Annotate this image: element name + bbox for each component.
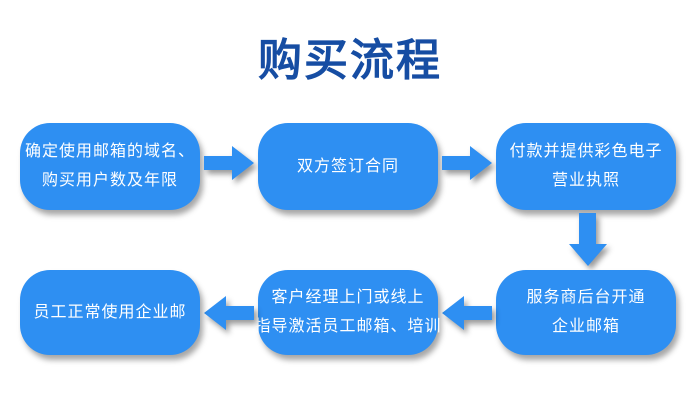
step-box-3: 付款并提供彩色电子 营业执照 <box>496 123 676 210</box>
step-text-line: 付款并提供彩色电子 <box>509 143 663 160</box>
page-title: 购买流程 <box>258 36 442 85</box>
step-text-line: 指导激活员工邮箱、培训 <box>254 318 442 335</box>
arrow-right-icon <box>204 146 254 180</box>
step-text-line: 营业执照 <box>551 172 620 189</box>
arrow-left-icon <box>442 296 492 330</box>
step-text-line: 确定使用邮箱的域名、 <box>24 143 195 160</box>
step-box-6: 员工正常使用企业邮 <box>20 270 200 355</box>
step-box-2: 双方签订合同 <box>258 123 438 210</box>
step-box-1: 确定使用邮箱的域名、 购买用户数及年限 <box>20 123 200 210</box>
step-text-line: 员工正常使用企业邮 <box>33 303 187 321</box>
step-box-5: 客户经理上门或线上 指导激活员工邮箱、培训 <box>255 270 441 355</box>
step-text-line: 购买用户数及年限 <box>41 172 178 189</box>
step-text-line: 双方签订合同 <box>296 157 399 175</box>
arrow-right-icon <box>442 146 492 180</box>
step-text-line: 服务商后台开通 <box>526 289 646 306</box>
step-text-line: 客户经理上门或线上 <box>271 289 425 306</box>
step-text-line: 企业邮箱 <box>551 318 620 335</box>
arrow-down-icon <box>569 213 607 266</box>
arrow-left-icon <box>204 296 254 330</box>
step-box-4: 服务商后台开通 企业邮箱 <box>496 270 676 355</box>
